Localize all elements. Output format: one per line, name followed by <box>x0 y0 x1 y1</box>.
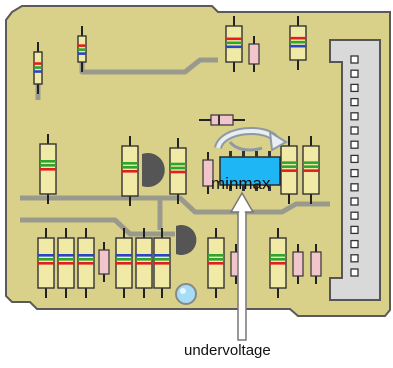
resistor-band <box>78 48 86 51</box>
chip-pins <box>229 151 271 191</box>
resistor-band <box>78 52 86 55</box>
circular-arrow-icon <box>214 127 288 152</box>
resistor-band <box>290 36 306 40</box>
resistor-band <box>136 258 152 261</box>
resistor-band <box>303 161 319 164</box>
resistor-band <box>136 262 152 265</box>
resistor-band <box>34 66 42 69</box>
transistor-left <box>142 153 165 187</box>
resistor-body <box>292 251 304 277</box>
resistor-body <box>310 251 322 277</box>
resistor-band <box>226 37 242 41</box>
connector-pin <box>350 183 359 192</box>
resistor-band <box>40 160 56 163</box>
resistor-band <box>281 161 297 164</box>
resistor-band <box>290 40 306 44</box>
resistor-band <box>290 44 306 48</box>
resistor-band <box>303 165 319 168</box>
resistor-body <box>202 159 214 187</box>
chip-pin <box>255 151 258 157</box>
resistor-band <box>78 262 94 265</box>
connector-pin <box>350 254 359 263</box>
resistor-band <box>170 166 186 170</box>
connector-pin <box>350 197 359 206</box>
resistor-band <box>208 254 224 257</box>
resistor-band <box>154 258 170 261</box>
chip-pin <box>242 185 245 191</box>
connector-pin <box>350 97 359 107</box>
resistor-band <box>136 254 152 257</box>
resistor-band <box>226 41 242 45</box>
chip-pin <box>242 151 245 157</box>
connector-pin <box>350 154 359 164</box>
up-arrow-icon <box>229 191 255 341</box>
resistor-band <box>122 162 138 165</box>
resistor-band <box>122 166 138 169</box>
resistor-band <box>38 258 54 261</box>
connector-pin <box>350 225 359 235</box>
resistor-band <box>58 258 74 261</box>
resistor-band <box>78 44 86 47</box>
undervoltage-label: undervoltage <box>184 342 271 359</box>
resistor-band <box>40 168 56 171</box>
resistor-band <box>116 258 132 261</box>
connector-pin <box>350 211 359 220</box>
resistor-band <box>38 254 54 257</box>
connector-pin <box>350 239 359 249</box>
chip-pin <box>255 185 258 191</box>
resistor-body <box>98 249 110 275</box>
chip-pin <box>268 185 271 191</box>
resistor-band <box>154 254 170 257</box>
resistor-band <box>208 258 224 261</box>
minmax-chip <box>219 156 281 186</box>
resistor-band <box>34 70 42 73</box>
connector-pin <box>350 83 359 93</box>
resistor-band <box>170 170 186 174</box>
connector-pin <box>350 69 359 78</box>
resistor-band <box>40 164 56 167</box>
chip-pin <box>268 151 271 157</box>
resistor-band <box>34 62 42 65</box>
connector-pin <box>350 126 359 135</box>
resistor-band <box>58 262 74 265</box>
resistor-band <box>78 258 94 261</box>
transistor-bottom <box>176 225 197 256</box>
led <box>175 283 197 305</box>
resistor-band <box>38 262 54 265</box>
pcb-board <box>5 5 391 317</box>
connector-pin <box>350 140 359 149</box>
resistor-band <box>270 254 286 257</box>
resistor-band <box>208 262 224 265</box>
resistor-band <box>116 254 132 257</box>
resistor-band <box>303 169 319 172</box>
resistors <box>33 16 322 298</box>
connector-pin <box>350 112 359 121</box>
chip-pin <box>229 185 232 191</box>
resistor-band <box>270 262 286 265</box>
resistor-band <box>116 262 132 265</box>
resistor-band <box>122 170 138 173</box>
resistor-band <box>281 165 297 168</box>
resistor-band <box>170 162 186 166</box>
chip-pin <box>229 151 232 157</box>
edge-connector <box>329 39 381 301</box>
resistor-band <box>58 254 74 257</box>
resistor-band <box>226 45 242 49</box>
connector-pin <box>350 55 359 64</box>
resistor-band <box>218 115 220 125</box>
resistor-band <box>78 254 94 257</box>
resistor-body <box>248 43 260 65</box>
resistor-body <box>210 114 234 126</box>
chip-label: minmax <box>211 174 271 193</box>
resistor-band <box>281 169 297 172</box>
led-highlight <box>180 288 186 294</box>
connector-pin <box>350 268 359 277</box>
resistor-band <box>154 262 170 265</box>
resistor-band <box>270 258 286 261</box>
connector-pin <box>350 168 359 178</box>
